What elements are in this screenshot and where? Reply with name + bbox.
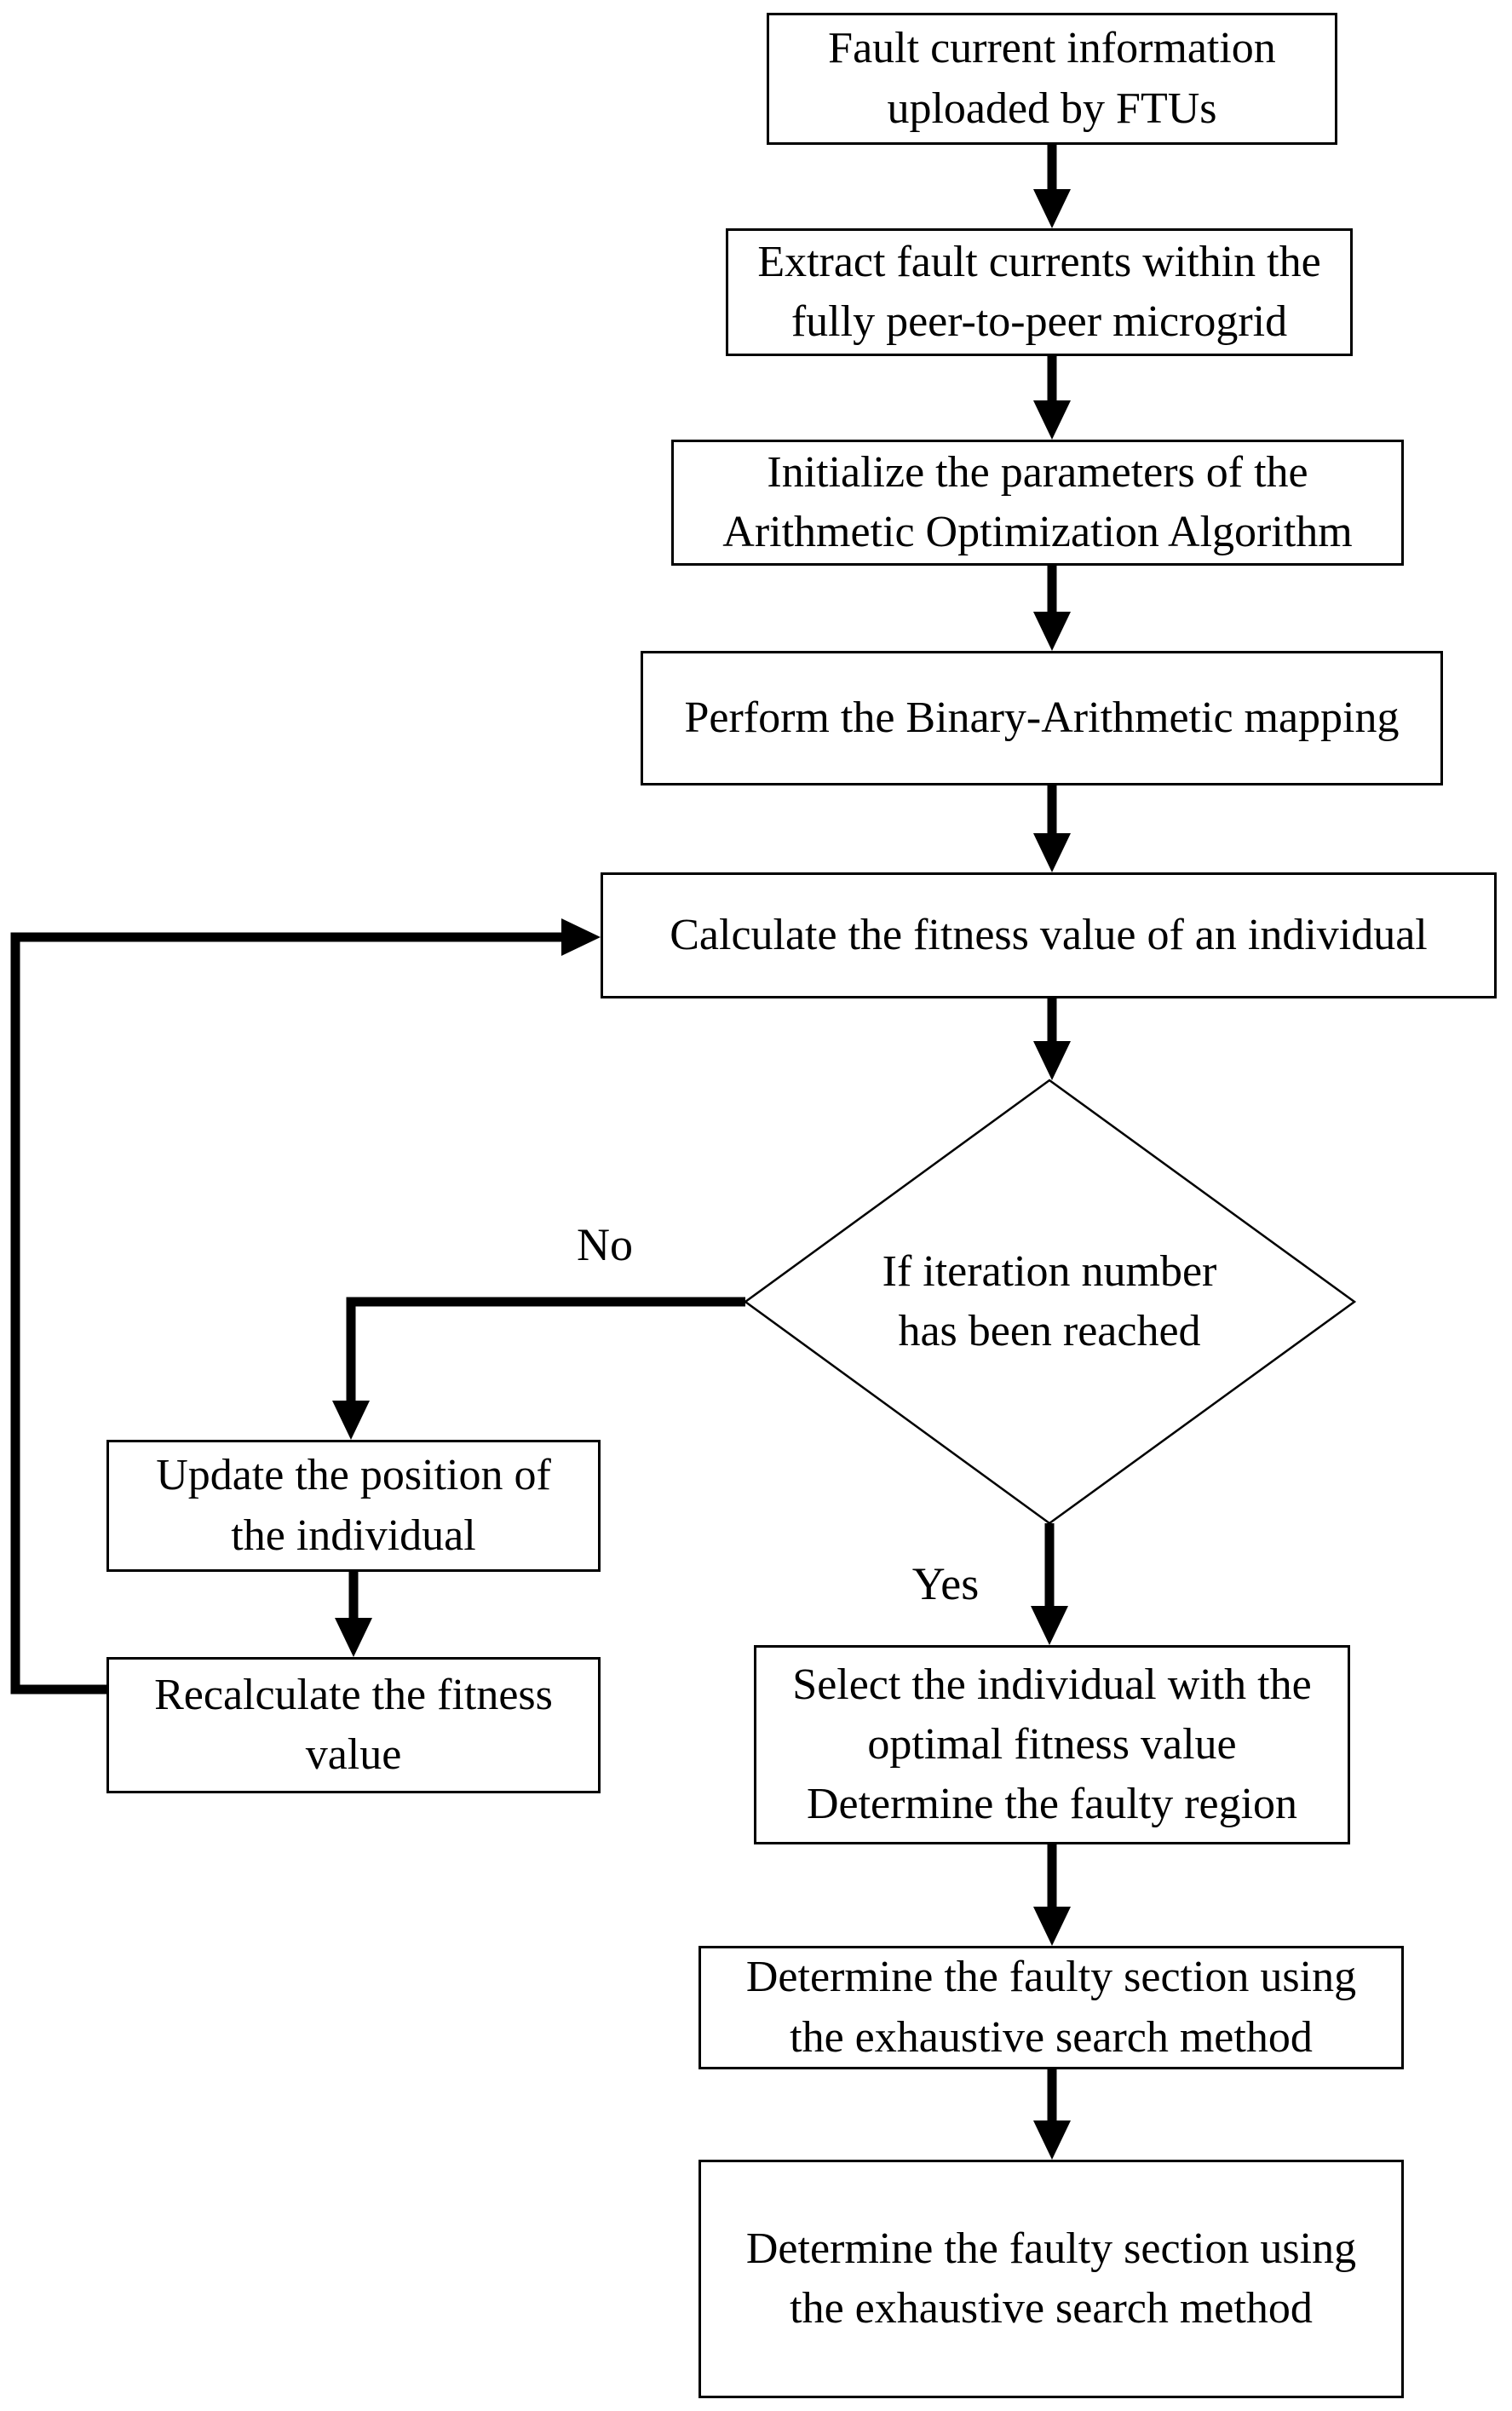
arrowhead-initialize-mapping [1033, 612, 1071, 651]
node-faulty-section-2-line2: the exhaustive search method [790, 2284, 1313, 2333]
node-faulty-section-1-line1: Determine the faulty section using [745, 1953, 1357, 2002]
node-recalculate-line2: value [305, 1730, 402, 1779]
arrowhead-extract-initialize [1033, 400, 1071, 440]
node-update: Update the position of the individual [106, 1440, 601, 1572]
arrowhead-recalculate-fitness [561, 918, 601, 956]
node-fault-info-line1: Fault current information [828, 24, 1276, 73]
node-faulty-section-1: Determine the faulty section using the e… [699, 1946, 1404, 2069]
edge-label-no: No [577, 1219, 633, 1270]
node-recalculate: Recalculate the fitness value [106, 1657, 601, 1793]
node-fitness: Calculate the fitness value of an indivi… [601, 872, 1497, 998]
node-extract-line1: Extract fault currents within the [757, 237, 1321, 286]
node-update-line2: the individual [231, 1510, 476, 1560]
node-faulty-section-1-line2: the exhaustive search method [790, 2012, 1313, 2062]
node-extract-line2: fully peer-to-peer microgrid [790, 297, 1288, 346]
arrowhead-fitness-decision [1033, 1041, 1071, 1080]
node-fitness-line1: Calculate the fitness value of an indivi… [670, 910, 1428, 959]
arrow-recalculate-fitness [10, 932, 563, 1695]
node-fault-info: Fault current information uploaded by FT… [767, 13, 1337, 145]
node-mapping: Perform the Binary-Arithmetic mapping [641, 651, 1443, 785]
edge-label-yes: Yes [911, 1558, 980, 1609]
arrowhead-select-faulty1 [1033, 1907, 1071, 1946]
node-faulty-section-2: Determine the faulty section using the e… [699, 2160, 1404, 2398]
node-recalculate-line1: Recalculate the fitness [154, 1670, 553, 1719]
node-select-line1: Select the individual with the [792, 1660, 1312, 1709]
node-faulty-section-2-line1: Determine the faulty section using [745, 2224, 1357, 2273]
node-decision-line2: has been reached [898, 1307, 1201, 1355]
node-decision-line1: If iteration number [882, 1246, 1217, 1296]
node-fault-info-line2: uploaded by FTUs [887, 83, 1217, 133]
arrowhead-faulty1-faulty2 [1033, 2120, 1071, 2160]
arrowhead-decision-select [1031, 1606, 1068, 1645]
node-mapping-line1: Perform the Binary-Arithmetic mapping [684, 693, 1400, 742]
arrowhead-decision-update [332, 1401, 370, 1440]
node-select-line2: optimal fitness value [867, 1719, 1237, 1769]
node-select: Select the individual with the optimal f… [754, 1645, 1350, 1844]
node-select-line3: Determine the faulty region [806, 1780, 1298, 1829]
node-update-line1: Update the position of [156, 1451, 551, 1500]
arrowhead-fault-info-extract [1033, 189, 1071, 228]
node-initialize-line2: Arithmetic Optimization Algorithm [722, 508, 1353, 556]
arrow-decision-update [346, 1297, 745, 1404]
node-decision: If iteration number has been reached [794, 1200, 1305, 1404]
arrowhead-update-recalculate [335, 1618, 372, 1657]
node-initialize-line1: Initialize the parameters of the [767, 447, 1308, 497]
arrowhead-mapping-fitness [1033, 833, 1071, 872]
node-extract: Extract fault currents within the fully … [726, 228, 1353, 356]
node-initialize: Initialize the parameters of the Arithme… [671, 440, 1404, 566]
